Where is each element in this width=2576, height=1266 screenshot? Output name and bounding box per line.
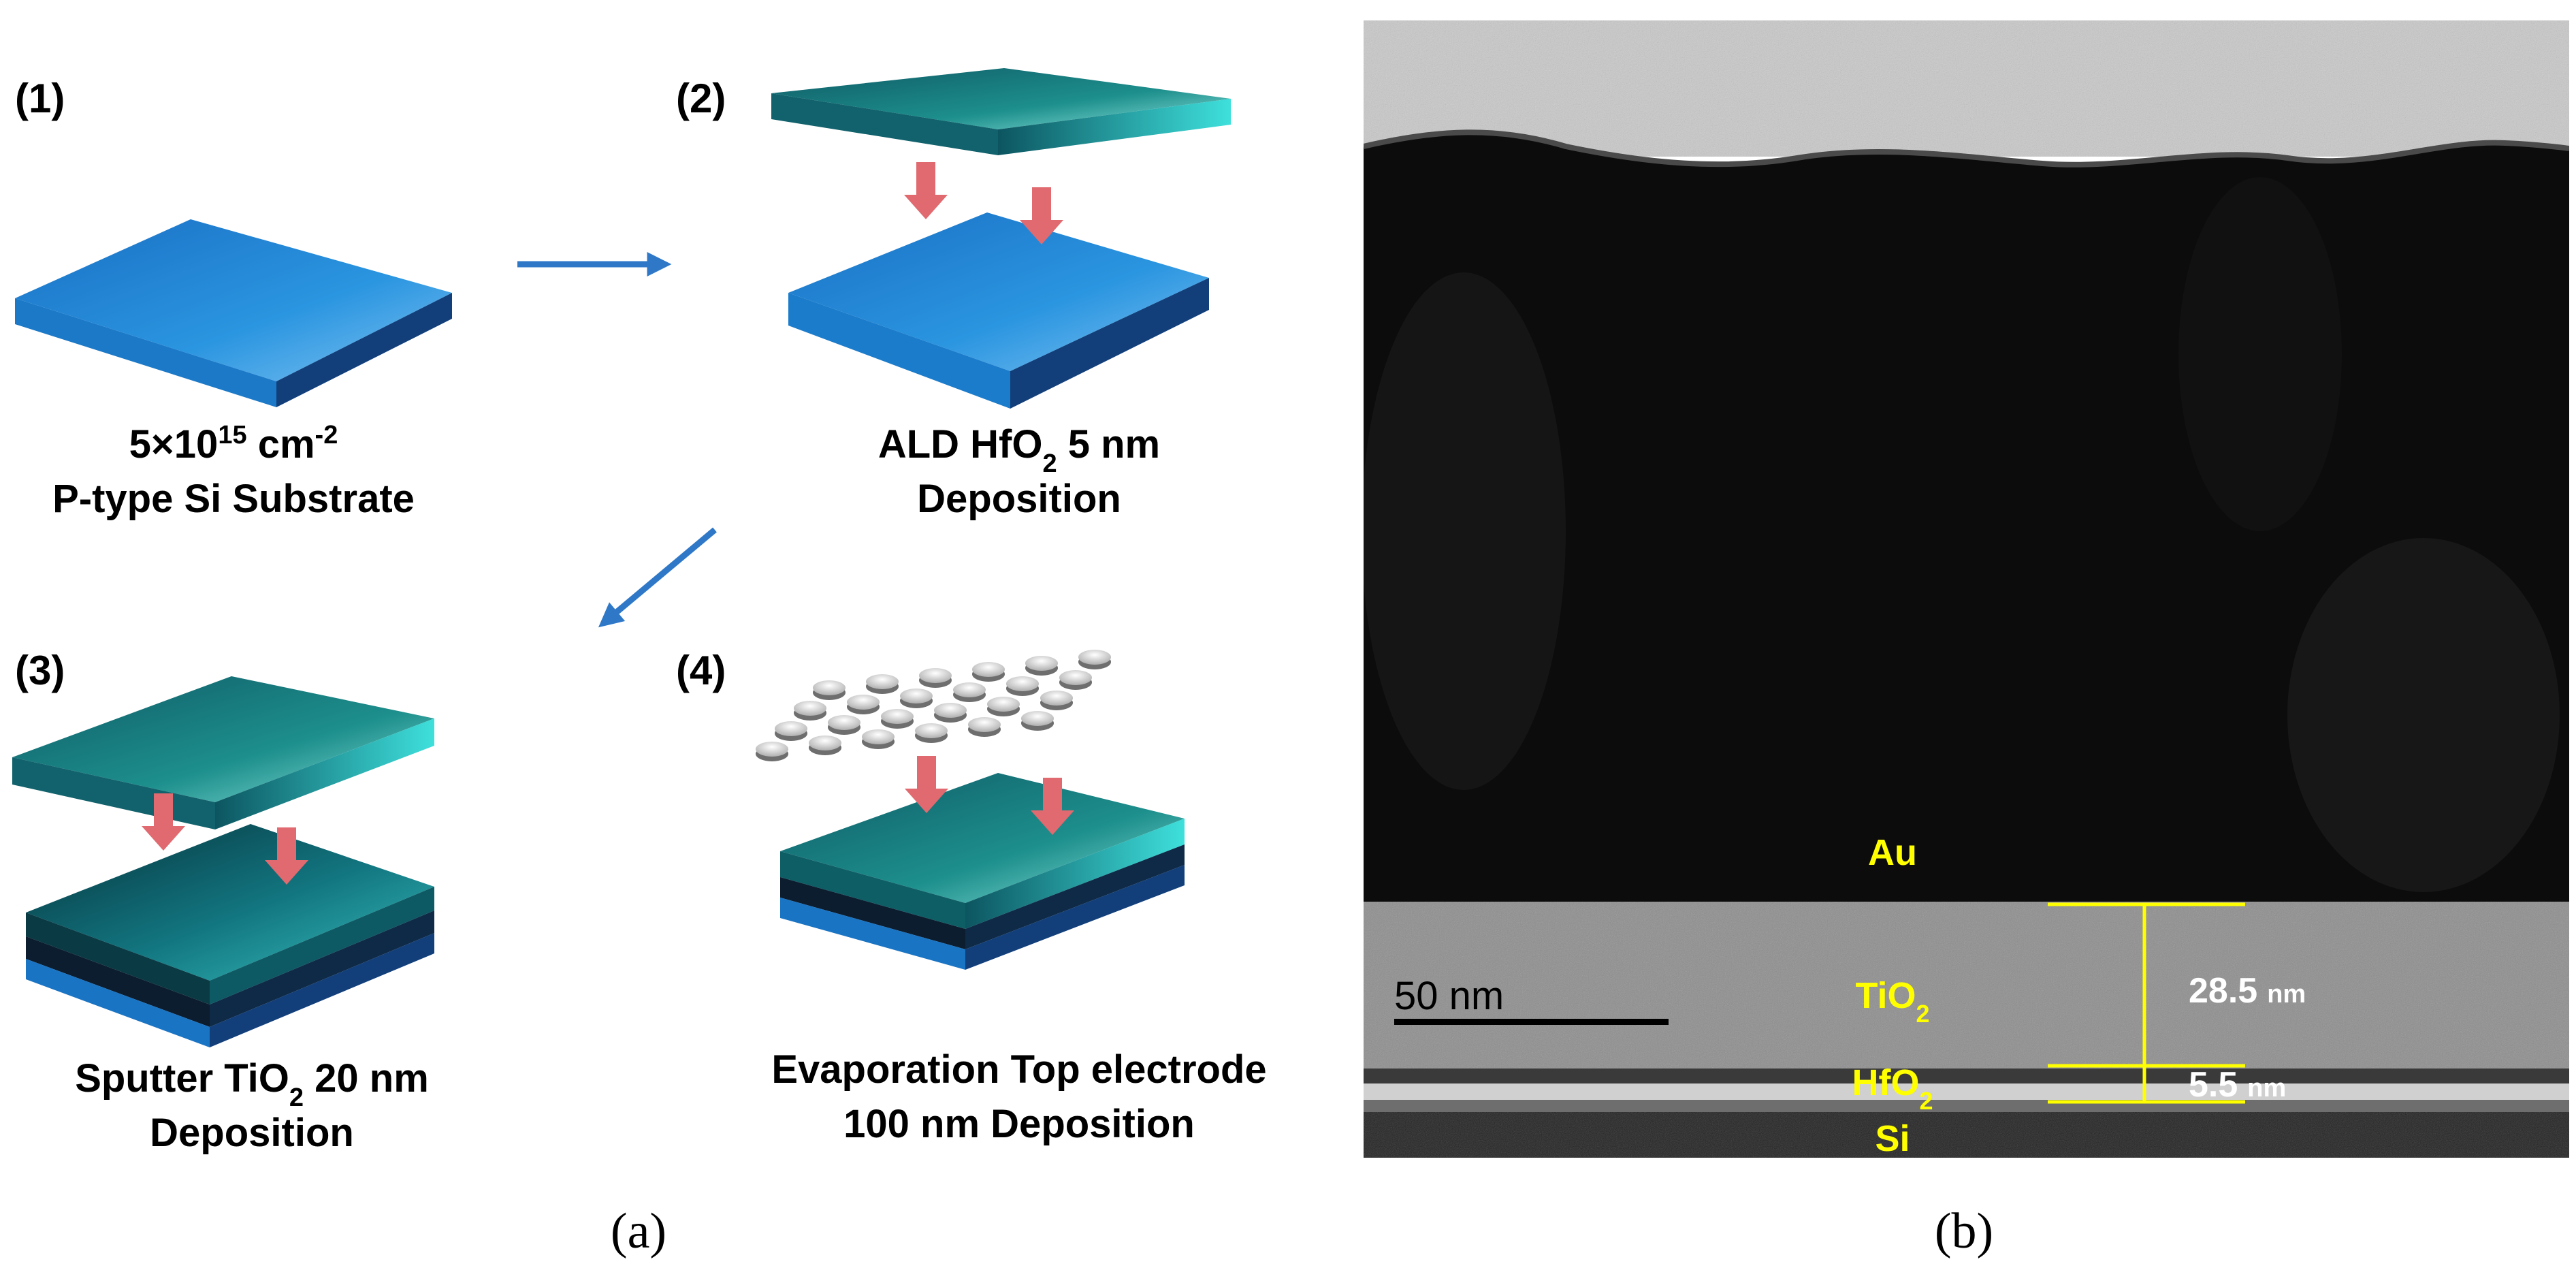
electrode-disk [934,703,967,718]
electrode-disk [756,742,788,757]
step-3-tio2-plate [12,676,434,829]
electrode-disk [866,674,899,689]
step-4-caption-line2: 100 nm Deposition [843,1102,1195,1146]
step-4-stack [780,773,1185,970]
step-1-si-slab [15,219,452,407]
layer-label-au: Au [1868,832,1917,873]
electrode-disk [1025,656,1058,671]
electrode-disk [972,662,1005,677]
step-2-caption-line1: ALD HfO2 5 nm [878,422,1160,478]
electrode-disk [968,717,1001,732]
step-2-si-slab [788,212,1209,409]
electrode-disk [915,723,948,738]
step-2-caption-line2: Deposition [917,477,1121,521]
electrode-disk [1006,676,1039,691]
panel-a-label: (a) [611,1203,666,1259]
panel-a: (1) (2) (3) (4) [12,68,1267,1259]
electrode-disk [775,721,807,736]
step-2-number: (2) [676,76,726,121]
step-3-down-arrows [142,793,308,885]
step-2-hfo2-plate [771,68,1231,155]
electrode-disk [862,729,895,744]
step-3-number: (3) [15,648,65,693]
electrode-disk [953,682,986,697]
electrode-disk [1059,670,1092,685]
thickness-markers [2048,902,2245,1104]
electrode-disk [828,715,860,730]
electrode-disk [1078,650,1111,665]
layer-label-si: Si [1875,1118,1910,1159]
step-3-caption-line2: Deposition [150,1111,354,1155]
electrode-disk [987,697,1020,712]
step-3-stack [26,824,434,1047]
panel-b-tem-image [1364,20,2569,1158]
electrode-disk [809,735,841,750]
panel-b-label: (b) [1935,1203,1993,1259]
step-1-caption-line2: P-type Si Substrate [52,477,415,521]
step-4-number: (4) [676,648,726,693]
step-4-down-arrows [905,756,1074,835]
step-4-electrode-disks [756,650,1111,761]
step-4-caption-line1: Evaporation Top electrode [771,1047,1266,1092]
electrode-disk [1021,711,1054,726]
electrode-disk [813,680,846,695]
scale-bar-label: 50 nm [1394,974,1504,1018]
electrode-disk [881,709,914,724]
step-1-number: (1) [15,76,65,121]
step-1-caption-line1: 5×1015 cm-2 [129,421,338,466]
layer-label-hfo2: HfO2 [1852,1062,1933,1115]
electrode-disk [1040,691,1073,706]
electrode-disk [919,668,952,683]
step-2-down-arrows [904,162,1063,244]
electrode-disk [794,701,826,716]
layer-label-tio2: TiO2 [1855,975,1929,1028]
flow-arrow-2-to-3 [598,527,717,628]
electrode-disk [900,689,933,703]
electrode-disk [847,695,880,710]
step-3-caption-line1: Sputter TiO2 20 nm [75,1056,429,1112]
scale-bar [1394,1019,1669,1025]
